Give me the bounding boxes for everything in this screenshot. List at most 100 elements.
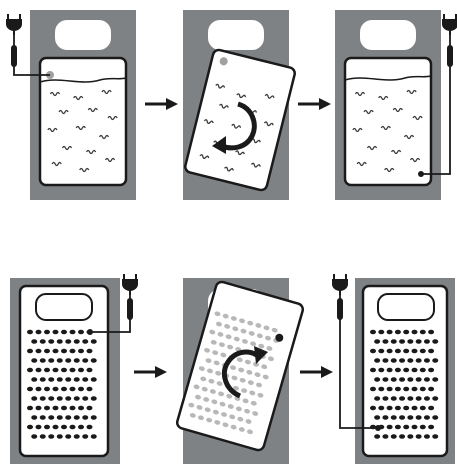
- panel-window: [360, 20, 416, 50]
- grater-hole: [82, 358, 89, 363]
- grater-hole: [73, 396, 80, 401]
- grater-hole: [230, 316, 237, 321]
- grater-hole: [415, 396, 422, 401]
- wave-mark: [87, 107, 98, 113]
- grater-hole: [419, 386, 426, 392]
- grater-hole: [230, 424, 237, 430]
- grater-hole: [52, 424, 59, 430]
- grater-hole: [78, 386, 84, 392]
- grater-hole: [428, 386, 435, 392]
- grater-hole: [423, 396, 430, 401]
- grater-hole: [227, 344, 234, 350]
- panel-window: [208, 20, 264, 50]
- grater-hole: [247, 380, 254, 385]
- grater-hole: [27, 348, 33, 354]
- grater-hole: [419, 367, 426, 373]
- grater-hole: [65, 396, 72, 401]
- grater-hole: [90, 434, 97, 439]
- grater-hole: [399, 434, 406, 439]
- grater-hole: [399, 339, 406, 344]
- grater-hole: [370, 348, 376, 354]
- grater-hole: [208, 378, 215, 384]
- grater-hole: [65, 358, 72, 363]
- panel-bottom-1: [10, 274, 138, 464]
- grater-hole: [432, 396, 439, 401]
- grater-hole: [82, 434, 89, 439]
- grater-hole: [370, 367, 376, 373]
- wave-mark: [409, 157, 421, 163]
- grater-hole: [378, 348, 385, 354]
- grater-hole: [386, 424, 393, 430]
- grater-hole: [35, 386, 42, 392]
- grater-hole: [65, 339, 72, 344]
- grater-hole: [39, 434, 46, 439]
- cable-connector: [11, 45, 17, 67]
- wave-mark: [218, 103, 229, 109]
- grater-hole: [382, 415, 389, 420]
- grater-hole: [378, 367, 385, 373]
- grater-hole: [61, 424, 67, 430]
- wave-mark: [107, 115, 118, 121]
- wave-mark: [58, 109, 69, 115]
- grater-hole: [407, 396, 414, 401]
- grater-hole: [250, 400, 257, 406]
- grater-hole: [61, 405, 67, 411]
- card-window: [377, 293, 435, 321]
- grater-hole: [370, 386, 376, 392]
- cable-connector: [447, 45, 453, 67]
- plug-icon: [442, 14, 457, 35]
- wave-marks: [47, 89, 118, 173]
- grater-hole: [73, 339, 80, 344]
- grater-hole: [390, 339, 397, 344]
- grater-hole: [216, 321, 222, 327]
- grater-hole: [210, 339, 217, 345]
- grater-hole: [403, 348, 410, 354]
- grater-hole: [211, 399, 218, 405]
- grater-hole: [31, 358, 38, 363]
- grater-hole: [399, 358, 406, 363]
- grater-hole: [27, 424, 33, 430]
- grater-hole: [48, 415, 55, 420]
- wave-mark: [203, 119, 214, 125]
- grater-hole: [374, 415, 381, 420]
- grater-hole: [244, 359, 251, 365]
- grater-hole: [31, 339, 38, 344]
- grater-hole: [235, 406, 242, 412]
- grater-hole: [86, 367, 93, 373]
- grater-hole: [189, 413, 196, 418]
- grater-hole: [390, 434, 397, 439]
- grater-hole: [203, 397, 210, 402]
- cable-connector: [127, 298, 133, 320]
- grater-hole: [27, 405, 33, 411]
- wave-mark: [378, 95, 389, 101]
- grater-hole: [378, 386, 385, 392]
- grater-hole: [69, 386, 76, 392]
- grater-hole: [44, 405, 50, 411]
- wave-mark: [235, 150, 245, 156]
- grater-hole: [382, 339, 389, 344]
- grater-hole: [386, 329, 393, 335]
- grater-hole: [415, 377, 422, 382]
- grater-hole: [262, 374, 269, 380]
- panel-bottom-3: [332, 274, 455, 464]
- grater-hole: [240, 328, 247, 334]
- grater-hole: [31, 377, 38, 382]
- gray-dot: [219, 57, 228, 66]
- grater-hole: [204, 407, 211, 413]
- grater-hole: [65, 377, 72, 382]
- grater-hole: [69, 348, 76, 354]
- grater-hole: [82, 377, 89, 382]
- grater-hole: [90, 339, 97, 344]
- grater-hole: [428, 329, 435, 335]
- grater-hole: [245, 419, 252, 424]
- wave-mark: [354, 91, 366, 97]
- grater-hole: [52, 329, 59, 335]
- grater-hole: [423, 358, 430, 363]
- grater-hole: [78, 424, 84, 430]
- grater-hole: [218, 342, 225, 348]
- grater-hole: [65, 415, 72, 420]
- grater-hole: [86, 424, 93, 430]
- grater-hole: [394, 329, 401, 335]
- grater-hole: [201, 386, 208, 392]
